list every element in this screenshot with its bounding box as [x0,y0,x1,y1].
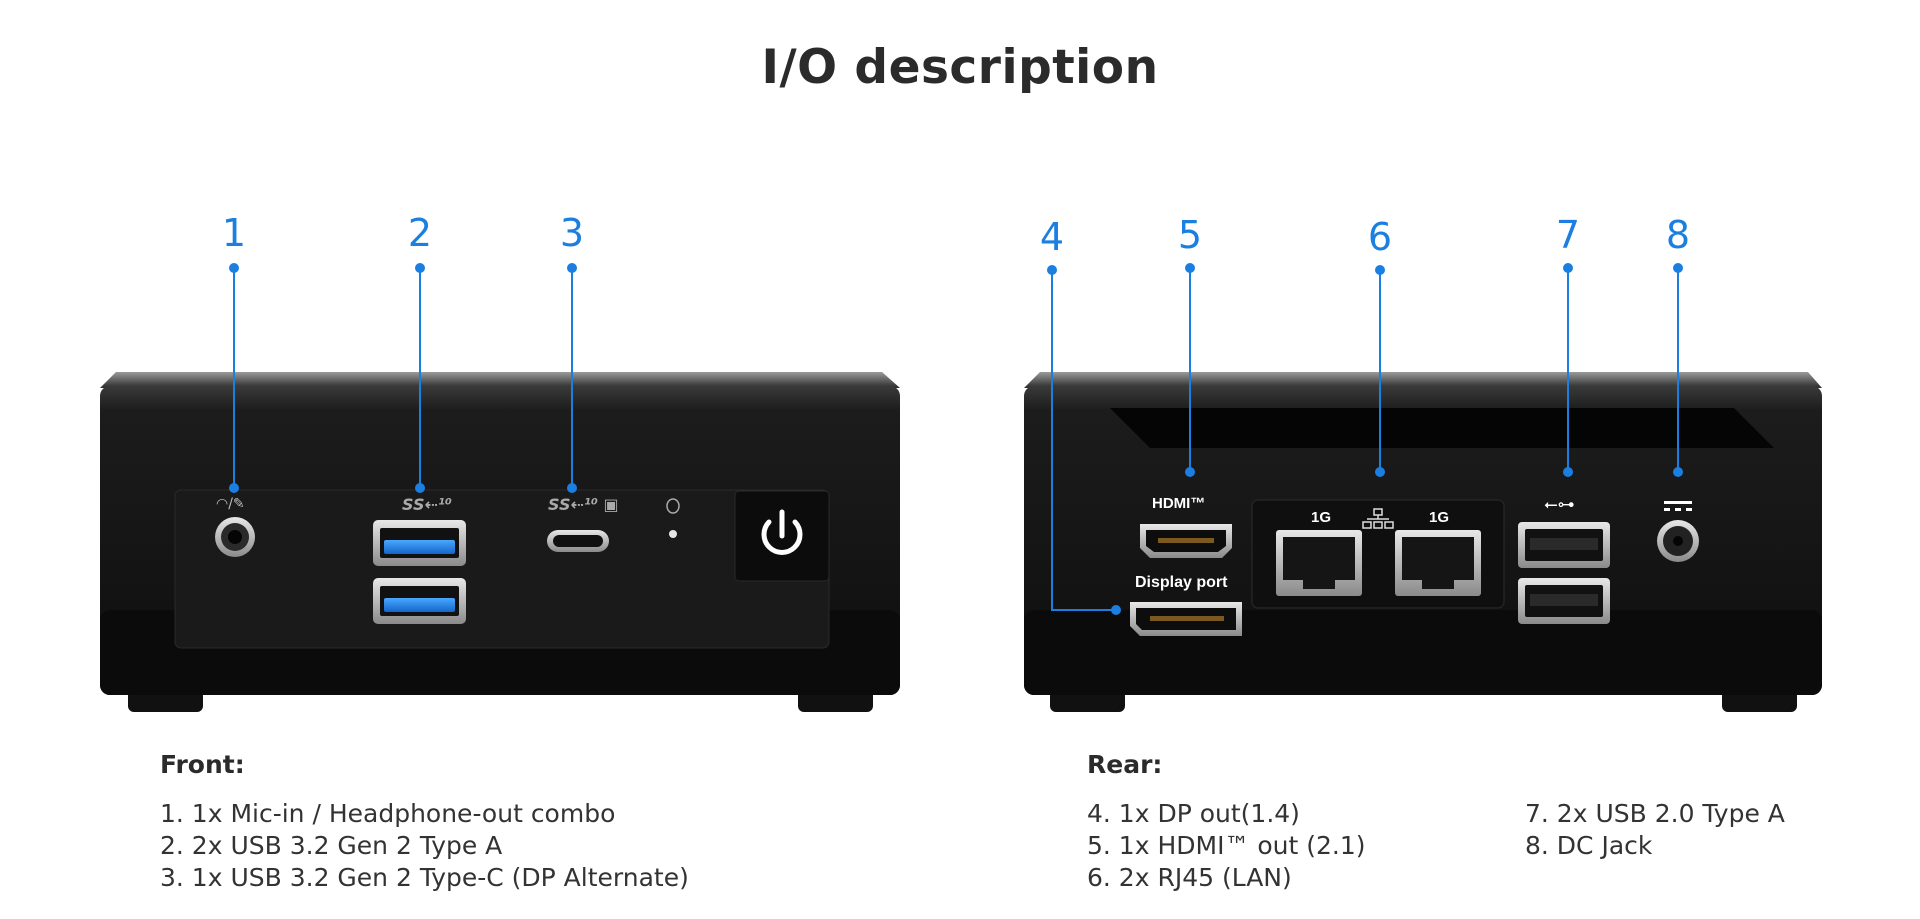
displayport-label: Display port [1135,574,1228,591]
list-item: 5. 1x HDMI™ out (2.1) [1087,831,1366,860]
network-icon [1362,508,1394,529]
usb-c-port: SS⇠¹⁰ ▣ [547,495,619,552]
vent-grille [1110,408,1774,448]
rear-foot-left [1050,690,1125,712]
list-item: 7. 2x USB 2.0 Type A [1525,799,1785,828]
callout-markers: 1 2 3 4 5 6 7 8 [222,211,1690,615]
usb-a-ports-rear: ⭠⊶ [1518,495,1610,624]
usb-a-ports-front: SS⇠¹⁰ [373,495,466,624]
power-button[interactable] [734,490,830,582]
list-item: 6. 2x RJ45 (LAN) [1087,863,1292,892]
vent-slot [1704,408,1774,448]
usb-icon: ⭠⊶ [1544,495,1575,515]
lan-speed-label-2: 1G [1429,509,1449,526]
rear-lid [1024,372,1822,388]
page-title: I/O description [761,40,1159,95]
callout-number-3: 3 [560,211,584,255]
callout-number-1: 1 [222,211,246,255]
list-item: 3. 1x USB 3.2 Gen 2 Type-C (DP Alternate… [160,863,689,892]
front-heading: Front: [160,750,245,779]
front-lid [100,372,900,388]
front-foot-left [128,690,203,712]
displayport-port: Display port [1130,574,1242,636]
rear-list-col2: 7. 2x USB 2.0 Type A 8. DC Jack [1525,798,1785,862]
list-item: 8. DC Jack [1525,831,1653,860]
lan-speed-label-1: 1G [1311,509,1331,526]
front-panel [174,489,830,649]
callout-number-7: 7 [1556,213,1580,257]
dc-power-icon [1664,501,1692,511]
hdmi-logo: HDMI™ [1152,495,1205,512]
dc-jack [1657,501,1699,562]
rear-foot-right [1722,690,1797,712]
rear-heading: Rear: [1087,750,1163,779]
hdmi-port: HDMI™ [1140,495,1232,558]
status-led [666,498,680,538]
callout-number-2: 2 [408,211,432,255]
audio-jack: ◠/✎ [215,496,255,557]
power-icon [761,509,803,555]
front-foot-right [798,690,873,712]
lan-ports: 1G 1G [1251,499,1505,609]
usb-ss10-icon: SS⇠¹⁰ [402,495,452,514]
callout-number-4: 4 [1040,215,1064,259]
rear-list-col1: 4. 1x DP out(1.4) 5. 1x HDMI™ out (2.1) … [1087,798,1366,894]
rear-device: HDMI™ Display port 1G 1G [1024,372,1822,712]
usb-ss10-dp-icon: SS⇠¹⁰ ▣ [548,495,619,514]
callout-number-8: 8 [1666,213,1690,257]
list-item: 2. 2x USB 3.2 Gen 2 Type A [160,831,503,860]
front-device: ◠/✎ SS⇠¹⁰ SS⇠¹⁰ ▣ [100,372,900,712]
callout-number-6: 6 [1368,215,1392,259]
list-item: 1. 1x Mic-in / Headphone-out combo [160,799,616,828]
callout-number-5: 5 [1178,213,1202,257]
front-list: 1. 1x Mic-in / Headphone-out combo 2. 2x… [160,798,689,894]
list-item: 4. 1x DP out(1.4) [1087,799,1300,828]
headphone-mic-icon: ◠/✎ [216,496,245,512]
